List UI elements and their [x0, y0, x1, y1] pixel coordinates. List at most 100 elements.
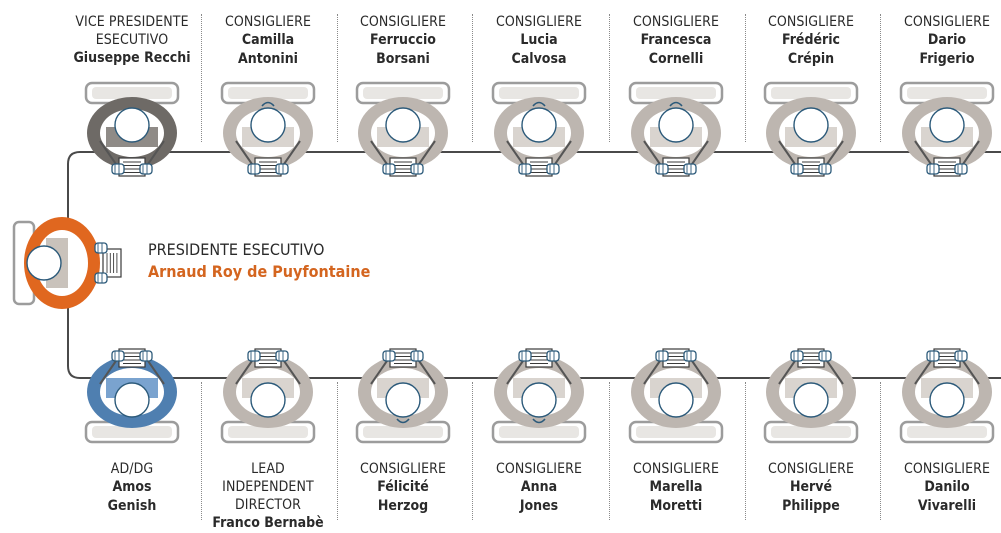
- seat-bottom-4: [491, 348, 587, 444]
- head: [114, 382, 150, 418]
- seat-bottom-5: [628, 348, 724, 444]
- right-arm: [145, 357, 165, 385]
- left-arm: [99, 357, 119, 385]
- right-arm: [689, 357, 709, 385]
- right-arm: [281, 357, 301, 385]
- seat-bottom-1: [84, 348, 180, 444]
- hand-icon: [790, 163, 804, 175]
- member-role: CONSIGLIERE: [495, 461, 583, 477]
- member-role: CONSIGLIERE: [903, 461, 991, 477]
- member-name: Frédéric: [781, 32, 841, 48]
- member-name: Marella: [649, 479, 703, 495]
- hair-bun: [261, 101, 275, 107]
- hand-icon: [546, 350, 560, 362]
- head: [793, 382, 829, 418]
- member-name: Ferruccio: [370, 32, 436, 48]
- right-arm: [960, 140, 980, 168]
- hair-bun: [532, 418, 546, 424]
- seat-bottom-6: [763, 348, 859, 444]
- seat-bottom-7: [899, 348, 995, 444]
- head: [250, 107, 286, 143]
- head: [658, 107, 694, 143]
- hair-bun: [669, 101, 683, 107]
- right-arm: [145, 140, 165, 168]
- member-name: Philippe: [782, 498, 840, 514]
- column-divider: [472, 382, 473, 520]
- head: [26, 245, 62, 281]
- left-arm: [914, 140, 934, 168]
- hand-icon: [954, 163, 968, 175]
- right-arm: [552, 357, 572, 385]
- seat-top-3: [355, 81, 451, 177]
- hair-bun: [396, 418, 410, 424]
- head: [929, 382, 965, 418]
- document-icon: [662, 157, 690, 177]
- member-name: Crépin: [787, 51, 835, 67]
- head: [250, 382, 286, 418]
- hair-bun: [532, 101, 546, 107]
- hand-icon: [518, 163, 532, 175]
- seat-top-4: [491, 81, 587, 177]
- member-role: ESECUTIVO: [95, 32, 169, 48]
- hand-icon: [926, 350, 940, 362]
- member-name: Herzog: [377, 498, 429, 514]
- column-divider: [608, 382, 610, 520]
- member-role: CONSIGLIERE: [359, 14, 447, 30]
- column-divider: [472, 14, 473, 142]
- column-divider: [880, 382, 881, 520]
- member-name: Giuseppe Recchi: [73, 50, 191, 66]
- board-seating-diagram: [12, 81, 1001, 444]
- member-name: Borsani: [376, 51, 430, 67]
- left-arm: [99, 140, 119, 168]
- right-arm: [416, 357, 436, 385]
- hand-icon: [410, 350, 424, 362]
- member-role: CONSIGLIERE: [495, 14, 583, 30]
- member-name: Calvosa: [511, 51, 567, 67]
- member-role: CONSIGLIERE: [632, 14, 720, 30]
- hand-icon: [926, 163, 940, 175]
- left-arm: [370, 140, 390, 168]
- right-arm: [960, 357, 980, 385]
- member-name: Franco Bernabè: [212, 515, 324, 531]
- member-role: CONSIGLIERE: [767, 14, 855, 30]
- seat-top-5: [628, 81, 724, 177]
- column-divider: [744, 14, 746, 142]
- head: [114, 107, 150, 143]
- left-arm: [370, 357, 390, 385]
- left-arm: [778, 357, 798, 385]
- member-role: CONSIGLIERE: [903, 14, 991, 30]
- head: [521, 382, 557, 418]
- hand-icon: [655, 163, 669, 175]
- hand-icon: [382, 350, 396, 362]
- member-role: AD/DG: [110, 461, 154, 477]
- member-role: DIRECTOR: [234, 497, 302, 513]
- hand-icon: [139, 350, 153, 362]
- head: [521, 107, 557, 143]
- left-arm: [643, 357, 663, 385]
- head: [385, 382, 421, 418]
- president-name: Arnaud Roy de Puyfontaine: [148, 262, 371, 281]
- hand-icon: [818, 163, 832, 175]
- hand-icon: [94, 272, 108, 284]
- member-name: Francesca: [640, 32, 712, 48]
- document-icon: [102, 248, 122, 278]
- member-name: Amos: [112, 479, 152, 495]
- member-role: CONSIGLIERE: [224, 14, 312, 30]
- seat-bottom-2: [220, 348, 316, 444]
- hand-icon: [954, 350, 968, 362]
- column-divider: [744, 382, 746, 520]
- hand-icon: [790, 350, 804, 362]
- member-name: Hervé: [789, 479, 833, 495]
- member-name: Moretti: [649, 498, 703, 514]
- member-name: Frigerio: [919, 51, 975, 67]
- seat-top-2: [220, 81, 316, 177]
